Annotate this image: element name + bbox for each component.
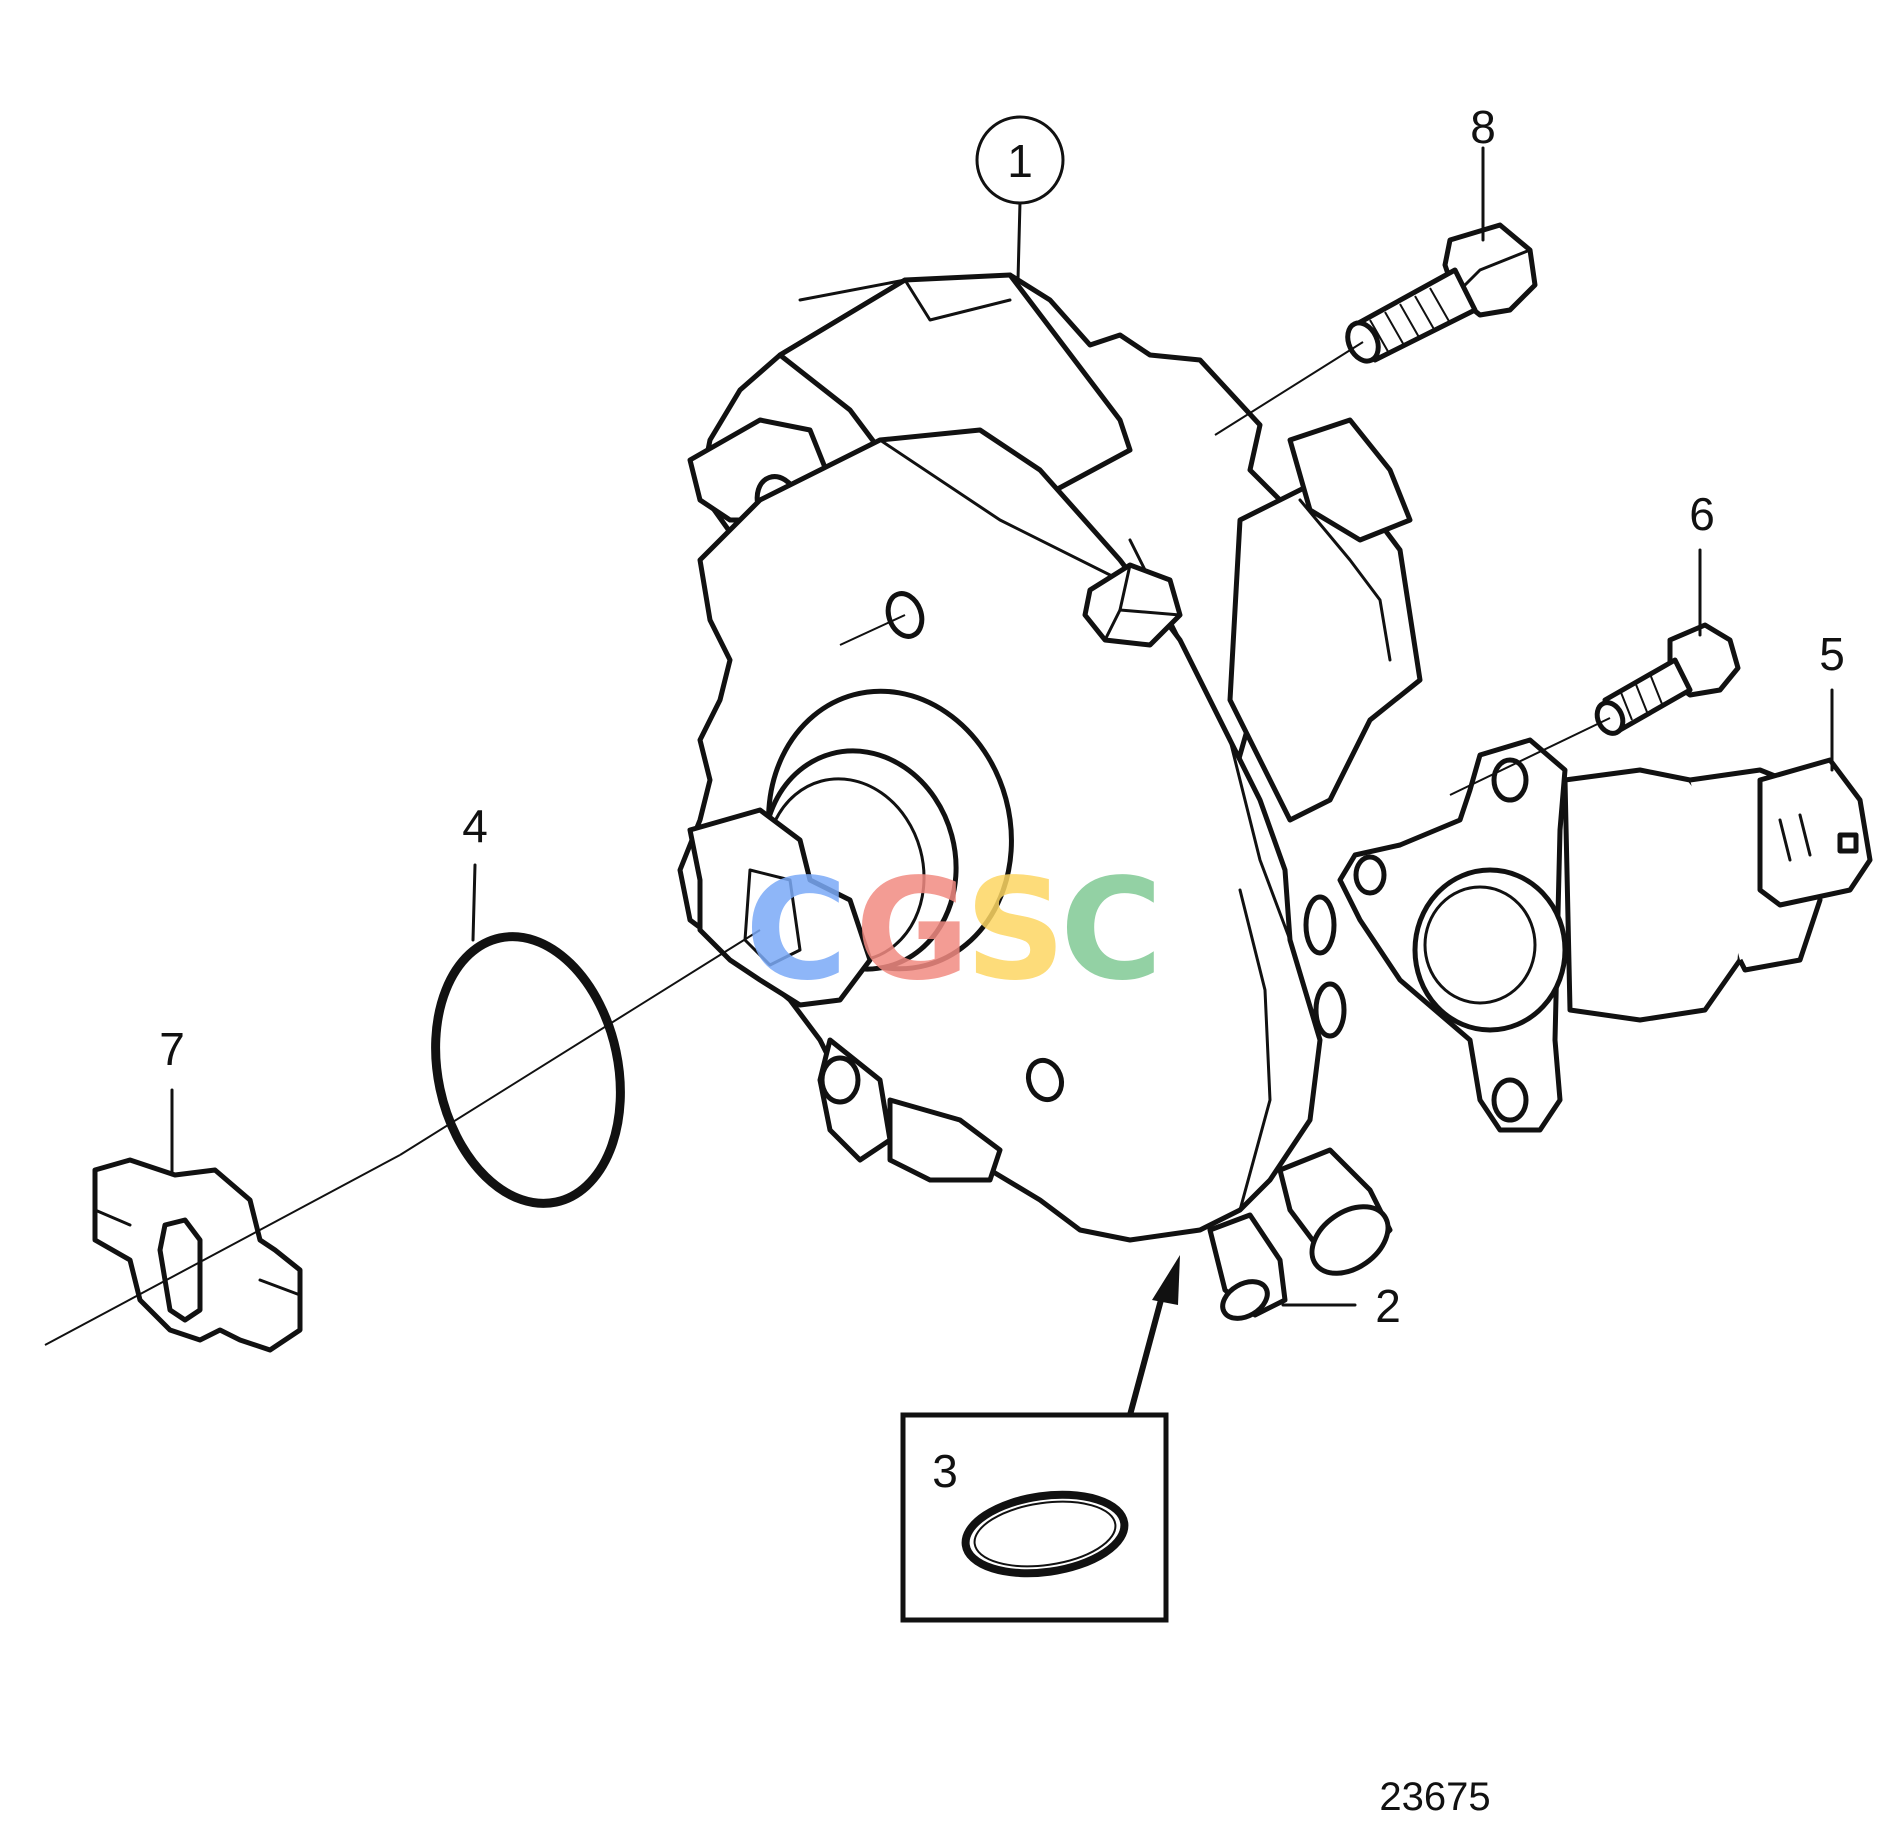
valve-part-5 — [1337, 737, 1873, 1133]
o-ring-part-4 — [431, 932, 625, 1208]
assembly-lines — [44, 341, 1611, 1346]
inset-box-part-3 — [900, 1412, 1169, 1623]
bolt-part-8 — [1345, 222, 1538, 364]
label-part-3: 3 — [932, 1445, 958, 1497]
label-part-2: 2 — [1375, 1280, 1401, 1332]
label-part-7: 7 — [159, 1023, 185, 1075]
watermark-letter-3: S — [965, 849, 1066, 1012]
label-part-4: 4 — [462, 800, 488, 852]
coupling-part-7 — [92, 1157, 303, 1353]
watermark-letter-4: C — [1060, 849, 1163, 1012]
fuel-pump-body — [677, 272, 1423, 1321]
watermark-letter-1: C — [745, 849, 848, 1012]
leader-lines — [170, 146, 1834, 1416]
label-part-8: 8 — [1470, 101, 1496, 153]
watermark-letter-2: G — [855, 849, 970, 1012]
part-1-callout-circle — [975, 115, 1065, 205]
bolt-part-6 — [1594, 622, 1741, 736]
label-part-6: 6 — [1689, 488, 1715, 540]
label-part-5: 5 — [1819, 628, 1845, 680]
watermark-cgsc: C G S C — [745, 849, 1163, 1012]
label-part-1: 1 — [1007, 135, 1033, 187]
figure-reference-number: 23675 — [1379, 1775, 1490, 1819]
